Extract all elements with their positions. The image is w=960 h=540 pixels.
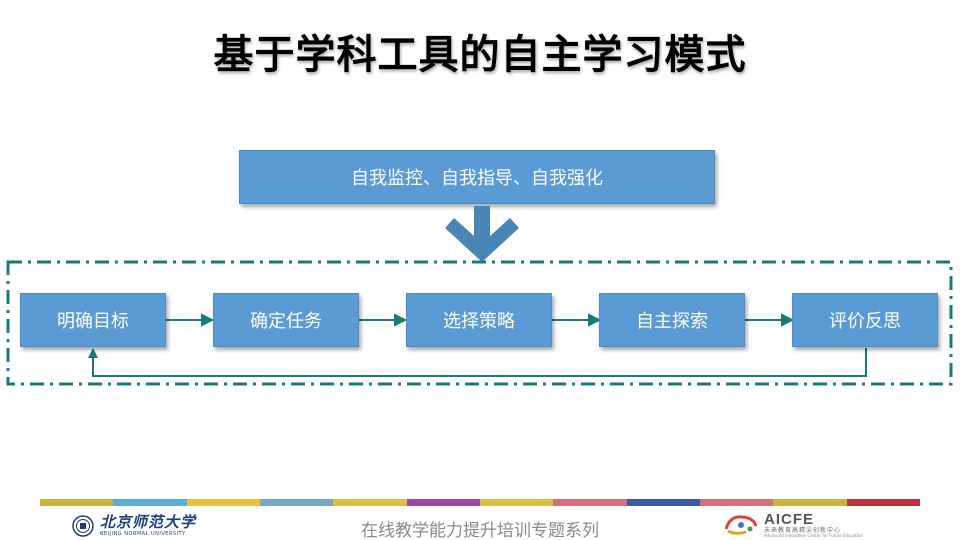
self-regulation-box: 自我监控、自我指导、自我强化 — [239, 150, 715, 204]
aicfe-brand: AICFE — [764, 511, 814, 528]
aicfe-en: Advanced Innovation Center for Future Ed… — [764, 533, 863, 538]
bnu-logo-cn: 北京师范大学 — [100, 513, 197, 531]
step-box: 确定任务 — [213, 293, 359, 347]
footer-bar-segment — [40, 499, 114, 506]
footer-bar-segment — [259, 499, 334, 506]
arrowhead-4-5 — [781, 313, 795, 327]
series-title: 在线教学能力提升培训专题系列 — [361, 521, 599, 540]
footer-bar-segment — [553, 499, 627, 506]
bnu-emblem-icon — [72, 515, 94, 537]
footer-bar-segment — [699, 499, 774, 506]
bnu-logo-en: BEIJING NORMAL UNIVERSITY — [100, 531, 186, 537]
footer-bar-segment — [479, 499, 554, 506]
arrowhead-2-3 — [394, 313, 408, 327]
footer-bar-segment — [773, 499, 847, 506]
footer-color-bar — [40, 499, 920, 506]
footer-bar-segment — [626, 499, 700, 506]
bnu-logo: 北京师范大学 BEIJING NORMAL UNIVERSITY — [72, 514, 196, 538]
footer-bar-segment — [406, 499, 480, 506]
step-arrows — [166, 313, 795, 327]
footer-bar-segment — [186, 499, 260, 506]
aicfe-logo: AICFE 未来教育高精尖创新中心 Advanced Innovation Ce… — [722, 512, 863, 538]
down-arrow-icon — [445, 206, 519, 262]
footer-bar-segment — [113, 499, 187, 506]
dashed-frame — [6, 260, 953, 386]
step-box: 自主探索 — [599, 293, 745, 347]
footer-bar-segment — [333, 499, 407, 506]
slide-title: 基于学科工具的自主学习模式 — [213, 32, 747, 78]
step-box: 选择策略 — [406, 293, 552, 347]
aicfe-sub: 未来教育高精尖创新中心 — [764, 527, 842, 534]
step-box: 评价反思 — [792, 293, 938, 347]
step-box: 明确目标 — [20, 293, 166, 347]
footer-bar-segment — [846, 499, 920, 506]
feedback-arrowhead — [88, 348, 98, 358]
feedback-loop — [92, 348, 867, 377]
arrowhead-1-2 — [201, 313, 215, 327]
aicfe-emblem-icon — [724, 515, 758, 535]
arrowhead-3-4 — [588, 313, 602, 327]
